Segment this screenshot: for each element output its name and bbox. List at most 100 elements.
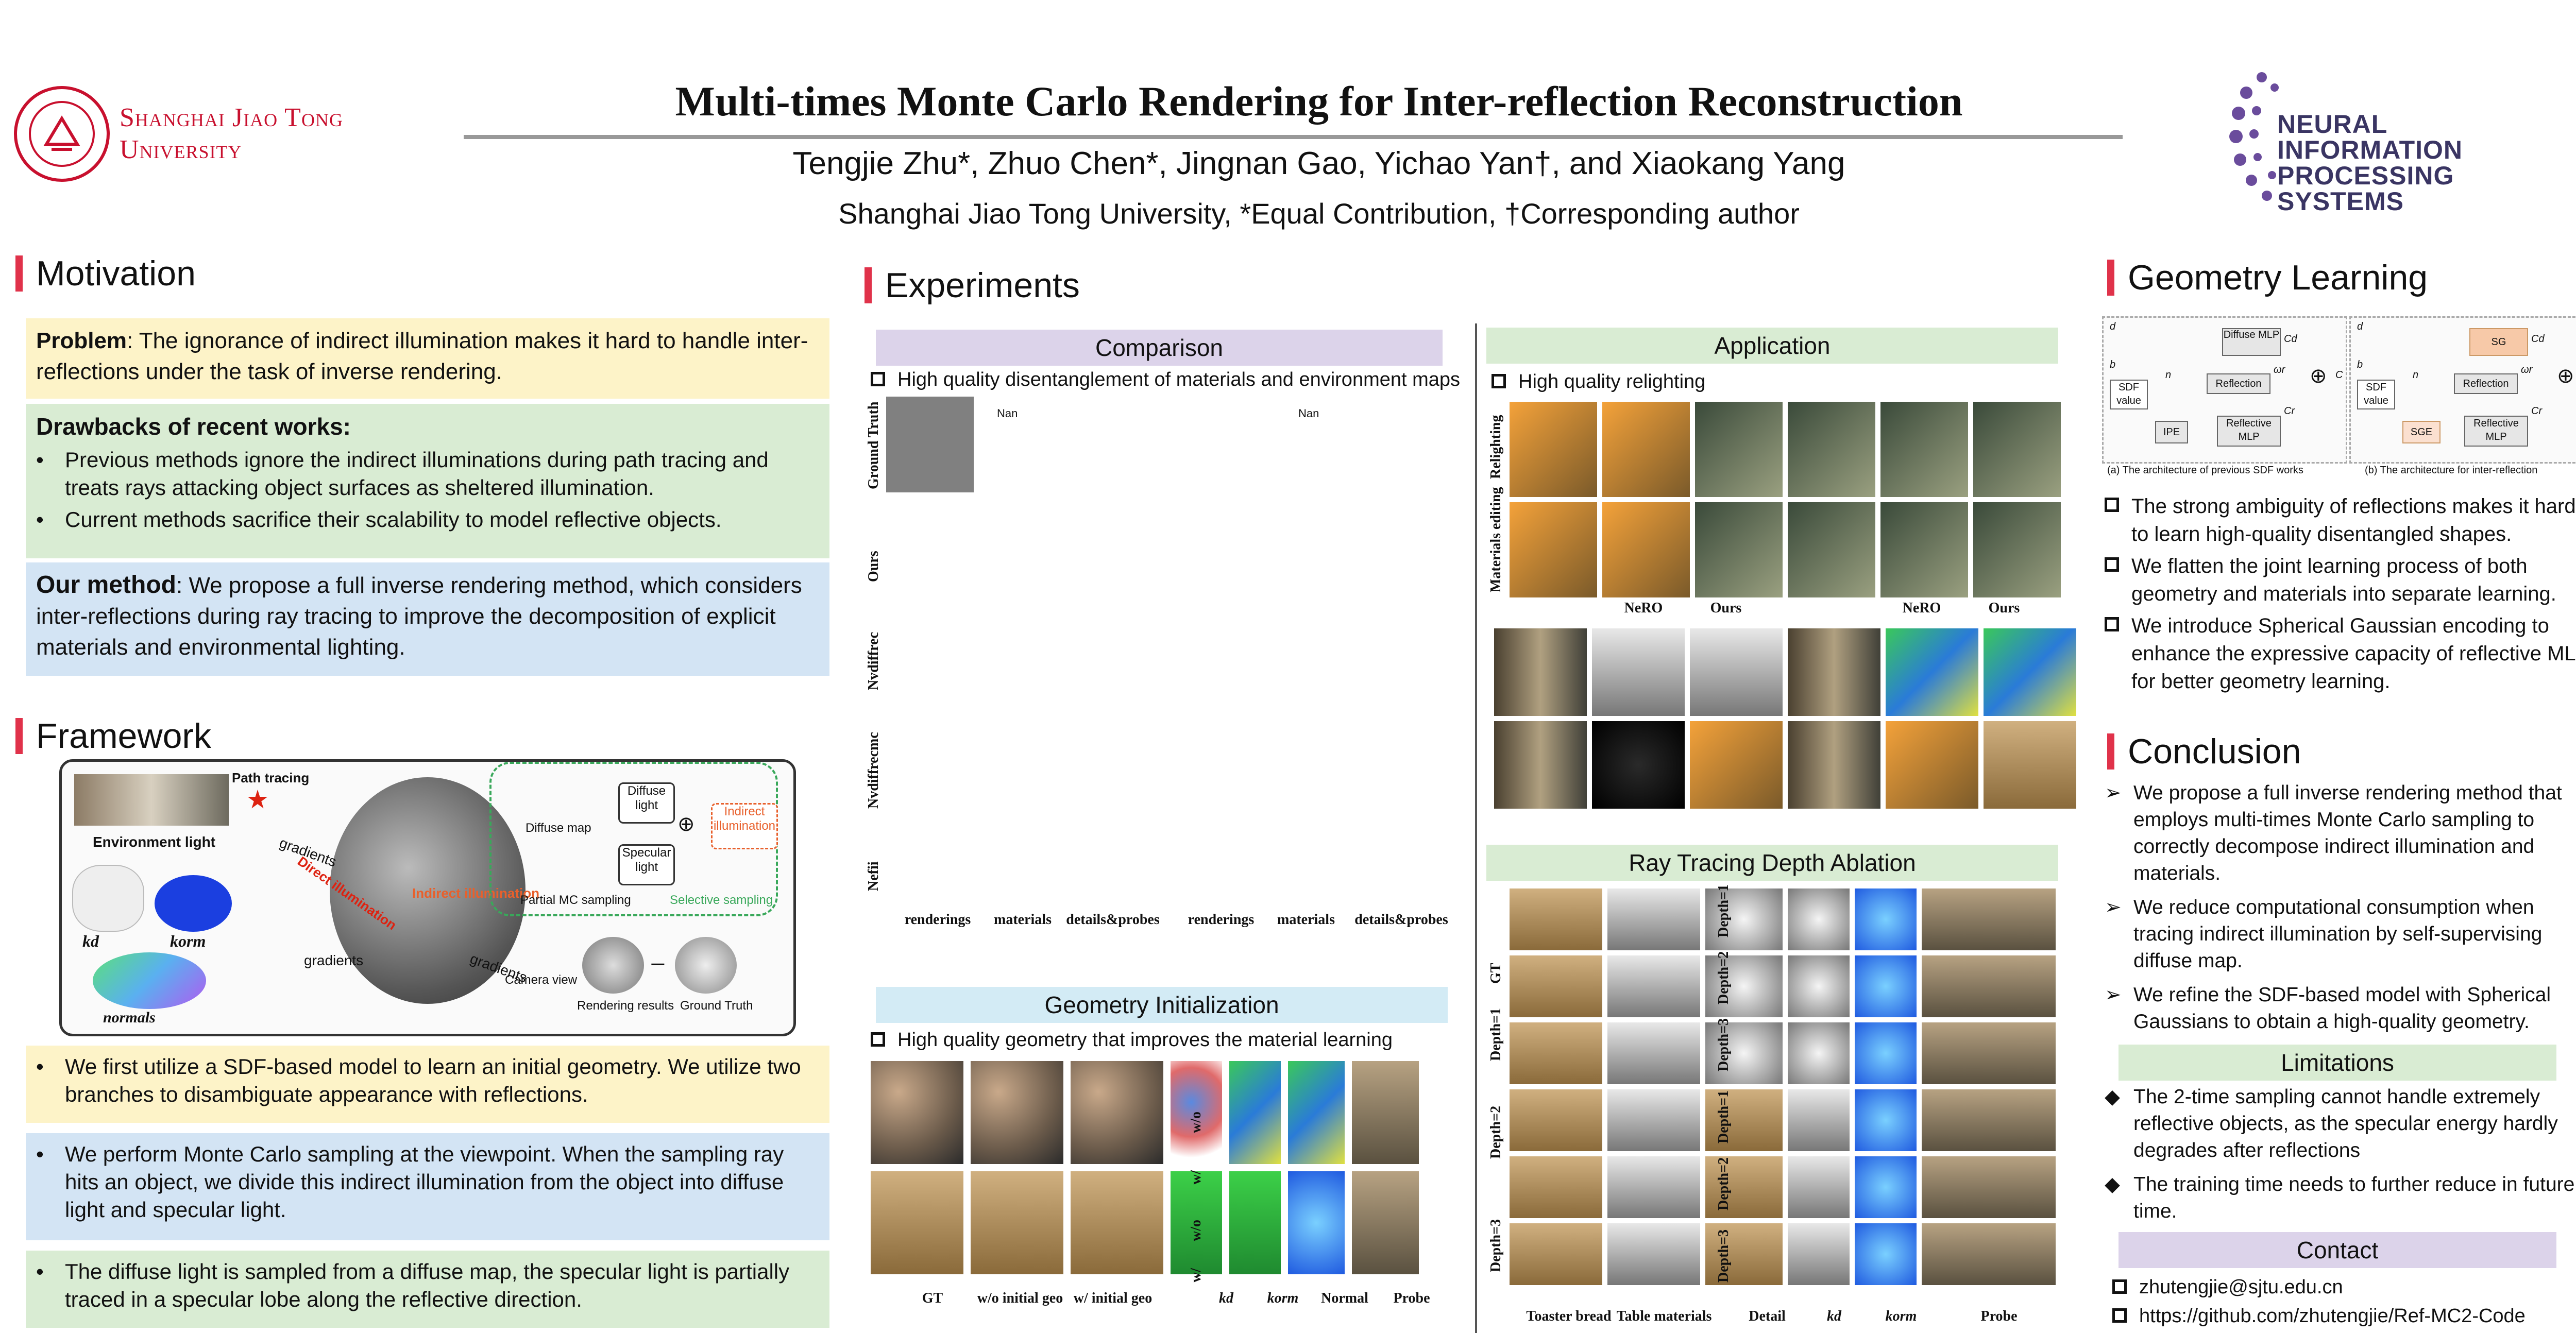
sge-box: SGE: [2402, 421, 2441, 443]
sdf-value-box: SDF value: [2110, 380, 2148, 409]
result-thumbnail: [1510, 1089, 1602, 1151]
result-thumbnail: [1788, 955, 1850, 1017]
plus-icon: ⊕: [677, 812, 695, 836]
result-thumbnail: [1352, 1061, 1419, 1164]
result-thumbnail: [1705, 955, 1783, 1017]
framework-point-2: •We perform Monte Carlo sampling at the …: [26, 1133, 829, 1240]
conclusion-heading: Conclusion: [2107, 731, 2301, 772]
result-thumbnail: [1607, 1223, 1700, 1285]
result-thumbnail: [1855, 1089, 1917, 1151]
result-thumbnail: [1695, 502, 1783, 597]
add-circle-icon: ⊕: [2557, 365, 2574, 387]
result-thumbnail: [1288, 1061, 1345, 1164]
result-thumbnail: [1984, 628, 2076, 716]
result-thumbnail: [1705, 1022, 1783, 1084]
ipe-box: IPE: [2155, 421, 2188, 443]
checkbox-icon: [2105, 617, 2119, 631]
application-caption: High quality relighting: [1492, 369, 1705, 395]
conclusion-point: ➢We reduce computational consumption whe…: [2105, 894, 2576, 975]
sg-box: SG: [2469, 328, 2528, 356]
indirect-illumination-box: Indirect illumination: [711, 803, 778, 849]
result-thumbnail: [1788, 721, 1880, 809]
reflection-box: Reflection: [2454, 373, 2518, 394]
conclusion-points: ➢We propose a full inverse rendering met…: [2105, 780, 2576, 1035]
result-thumbnail: [1494, 721, 1587, 809]
result-thumbnail: [1705, 888, 1783, 950]
application-grid: [1510, 402, 2066, 618]
checkbox-icon: [871, 1032, 885, 1047]
checkbox-icon: [2112, 1308, 2127, 1323]
comparison-row-labels: Ground Truth Ours Nvdiffrec Nvdiffrecmc …: [866, 401, 882, 891]
relighting-objects-grid: [1494, 628, 2076, 814]
korm-render-image: [155, 875, 232, 932]
result-thumbnail: [1886, 721, 1978, 809]
result-thumbnail: [1288, 1171, 1345, 1274]
geometry-init-title: Geometry Initialization: [876, 987, 1448, 1023]
add-circle-icon: ⊕: [2310, 365, 2327, 387]
result-thumbnail: [871, 1061, 963, 1164]
drawback-item: •Current methods sacrifice their scalabi…: [36, 507, 722, 532]
geometry-point: We flatten the joint learning process of…: [2105, 552, 2576, 608]
diffuse-mlp-box: Diffuse MLP: [2222, 328, 2281, 356]
result-thumbnail: [1788, 402, 1875, 497]
conclusion-point: ➢We refine the SDF-based model with Sphe…: [2105, 982, 2576, 1035]
architecture-diagram-b: d SG Cd b n Reflection ωr SDF value ⊕ C …: [2349, 316, 2576, 464]
contact-github-link[interactable]: https://github.com/zhutengjie/Ref-MC2-Co…: [2112, 1303, 2526, 1329]
title-divider: [464, 135, 2123, 139]
geometry-learning-heading: Geometry Learning: [2107, 258, 2428, 298]
checkbox-icon: [871, 372, 885, 386]
result-thumbnail: [1705, 1223, 1783, 1285]
diamond-bullet-icon: ◆: [2105, 1086, 2120, 1108]
scene-table-image: [330, 777, 526, 1004]
result-thumbnail: [1510, 1022, 1602, 1084]
result-thumbnail: [1229, 1061, 1281, 1164]
problem-box: Problem: The ignorance of indirect illum…: [26, 318, 829, 399]
result-thumbnail: [1922, 1156, 2056, 1218]
comparison-grid: [886, 397, 1458, 912]
result-thumbnail: [1788, 888, 1850, 950]
result-thumbnail: [1071, 1061, 1163, 1164]
result-thumbnail: [1510, 402, 1597, 497]
heading-accent-bar: [865, 267, 872, 303]
env-panorama-image: [74, 774, 229, 826]
result-thumbnail: [1607, 1089, 1700, 1151]
experiments-heading: Experiments: [865, 265, 1080, 305]
result-thumbnail: [1602, 402, 1690, 497]
result-thumbnail: [1607, 888, 1700, 950]
light-star-icon: [247, 790, 268, 809]
result-thumbnail: [871, 1171, 963, 1274]
checkbox-icon: [2105, 557, 2119, 572]
drawbacks-box: Drawbacks of recent works: •Previous met…: [26, 404, 829, 558]
specular-light-box: Specular light: [618, 844, 675, 885]
heading-accent-bar: [15, 255, 23, 292]
result-thumbnail: [1880, 402, 1968, 497]
arrow-bullet-icon: ➢: [2105, 896, 2122, 918]
geometry-init-caption: High quality geometry that improves the …: [871, 1027, 1393, 1053]
heading-accent-bar: [15, 718, 23, 754]
result-thumbnail: [971, 1171, 1063, 1274]
result-thumbnail: [1690, 721, 1783, 809]
arrow-bullet-icon: ➢: [2105, 782, 2122, 804]
result-thumbnail: [1880, 502, 1968, 597]
heading-accent-bar: [2107, 260, 2114, 296]
reflective-mlp-box: Reflective MLP: [2217, 416, 2281, 447]
result-thumbnail: [1984, 721, 2076, 809]
application-title: Application: [1486, 328, 2058, 364]
contact-email[interactable]: zhutengjie@sjtu.edu.cn: [2112, 1274, 2526, 1300]
comparison-caption: High quality disentanglement of material…: [871, 367, 1460, 392]
limitations-title: Limitations: [2119, 1045, 2556, 1081]
reflection-box: Reflection: [2207, 373, 2270, 394]
framework-point-3: •The diffuse light is sampled from a dif…: [26, 1251, 829, 1328]
result-thumbnail: [1602, 502, 1690, 597]
diamond-bullet-icon: ◆: [2105, 1173, 2120, 1195]
diffuse-light-box: Diffuse light: [618, 782, 675, 824]
result-thumbnail: [1352, 1171, 1419, 1274]
result-thumbnail: [1705, 1089, 1783, 1151]
result-thumbnail: [1510, 1223, 1602, 1285]
result-thumbnail: [1510, 888, 1602, 950]
contact-list: zhutengjie@sjtu.edu.cn https://github.co…: [2112, 1274, 2526, 1329]
framework-heading: Framework: [15, 716, 211, 756]
checkbox-icon: [2105, 498, 2119, 512]
result-thumbnail: [1922, 888, 2056, 950]
result-thumbnail: [1788, 1089, 1850, 1151]
